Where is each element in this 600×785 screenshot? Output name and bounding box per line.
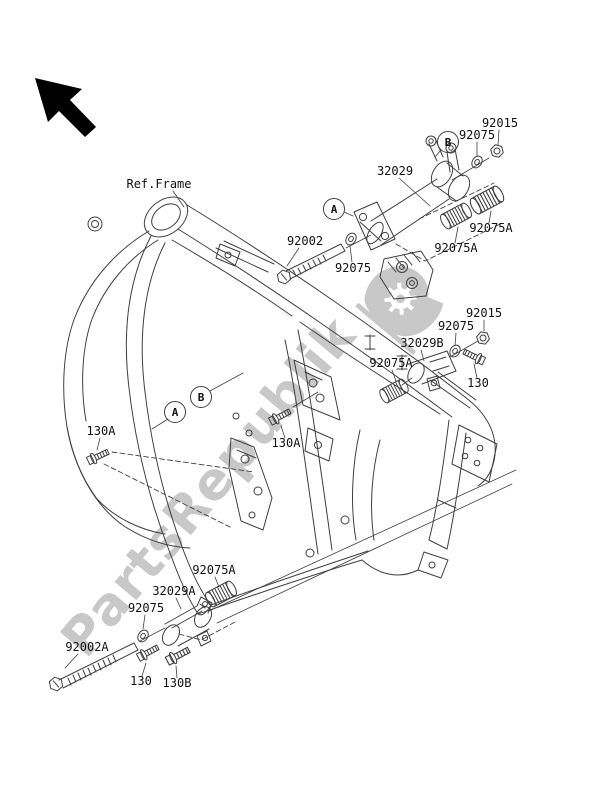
callout-letter: B (445, 136, 452, 149)
frame-side-fasteners (85, 391, 319, 529)
part-label-32029: 32029 (377, 164, 413, 178)
lower-mount-assembly (46, 469, 517, 693)
part-label-92075A-mid: 92075A (369, 356, 413, 370)
mid-mount-assembly (377, 330, 491, 405)
callout-letter: A (331, 203, 338, 216)
part-label-92075A-lower: 92075A (192, 563, 236, 577)
part-label-92075-mid: 92075 (438, 319, 474, 333)
part-labels: Ref.Frame 92015 92075 32029 92002 92075 … (65, 116, 518, 690)
part-label-92015-upper: 92015 (482, 116, 518, 130)
part-label-92075A-right: 92075A (469, 221, 513, 235)
upper-mount-assembly (274, 135, 507, 286)
watermark-text: PartsRepublik (50, 305, 368, 668)
callout-A-frame: A (164, 401, 186, 423)
callout-letter: A (172, 406, 179, 419)
part-label-92075-upper: 92075 (459, 128, 495, 142)
orientation-arrow-icon (35, 78, 96, 137)
part-label-92002: 92002 (287, 234, 323, 248)
part-label-92075-lower: 92075 (128, 601, 164, 615)
leader-lines (64, 129, 500, 679)
part-label-130-mid: 130 (467, 376, 489, 390)
part-label-130A-left: 130A (87, 424, 117, 438)
part-label-92015-mid: 92015 (466, 306, 502, 320)
ref-frame-label: Ref.Frame (126, 177, 191, 191)
part-label-92075-washer: 92075 (335, 261, 371, 275)
part-label-32029A: 32029A (152, 584, 196, 598)
part-label-130A-center: 130A (272, 436, 302, 450)
callout-letter: B (198, 391, 205, 404)
part-label-92002A: 92002A (65, 640, 109, 654)
part-label-130B: 130B (163, 676, 192, 690)
callout-A-upper: A (323, 198, 345, 220)
flag-pole (355, 303, 416, 355)
position-callouts: A B B A (164, 131, 459, 423)
callout-B-upper: B (437, 131, 459, 153)
frame-line-art (63, 196, 498, 616)
part-label-130-lower: 130 (130, 674, 152, 688)
part-label-92075A-left: 92075A (434, 241, 478, 255)
part-label-32029B: 32029B (400, 336, 443, 350)
callout-B-frame: B (190, 386, 212, 408)
